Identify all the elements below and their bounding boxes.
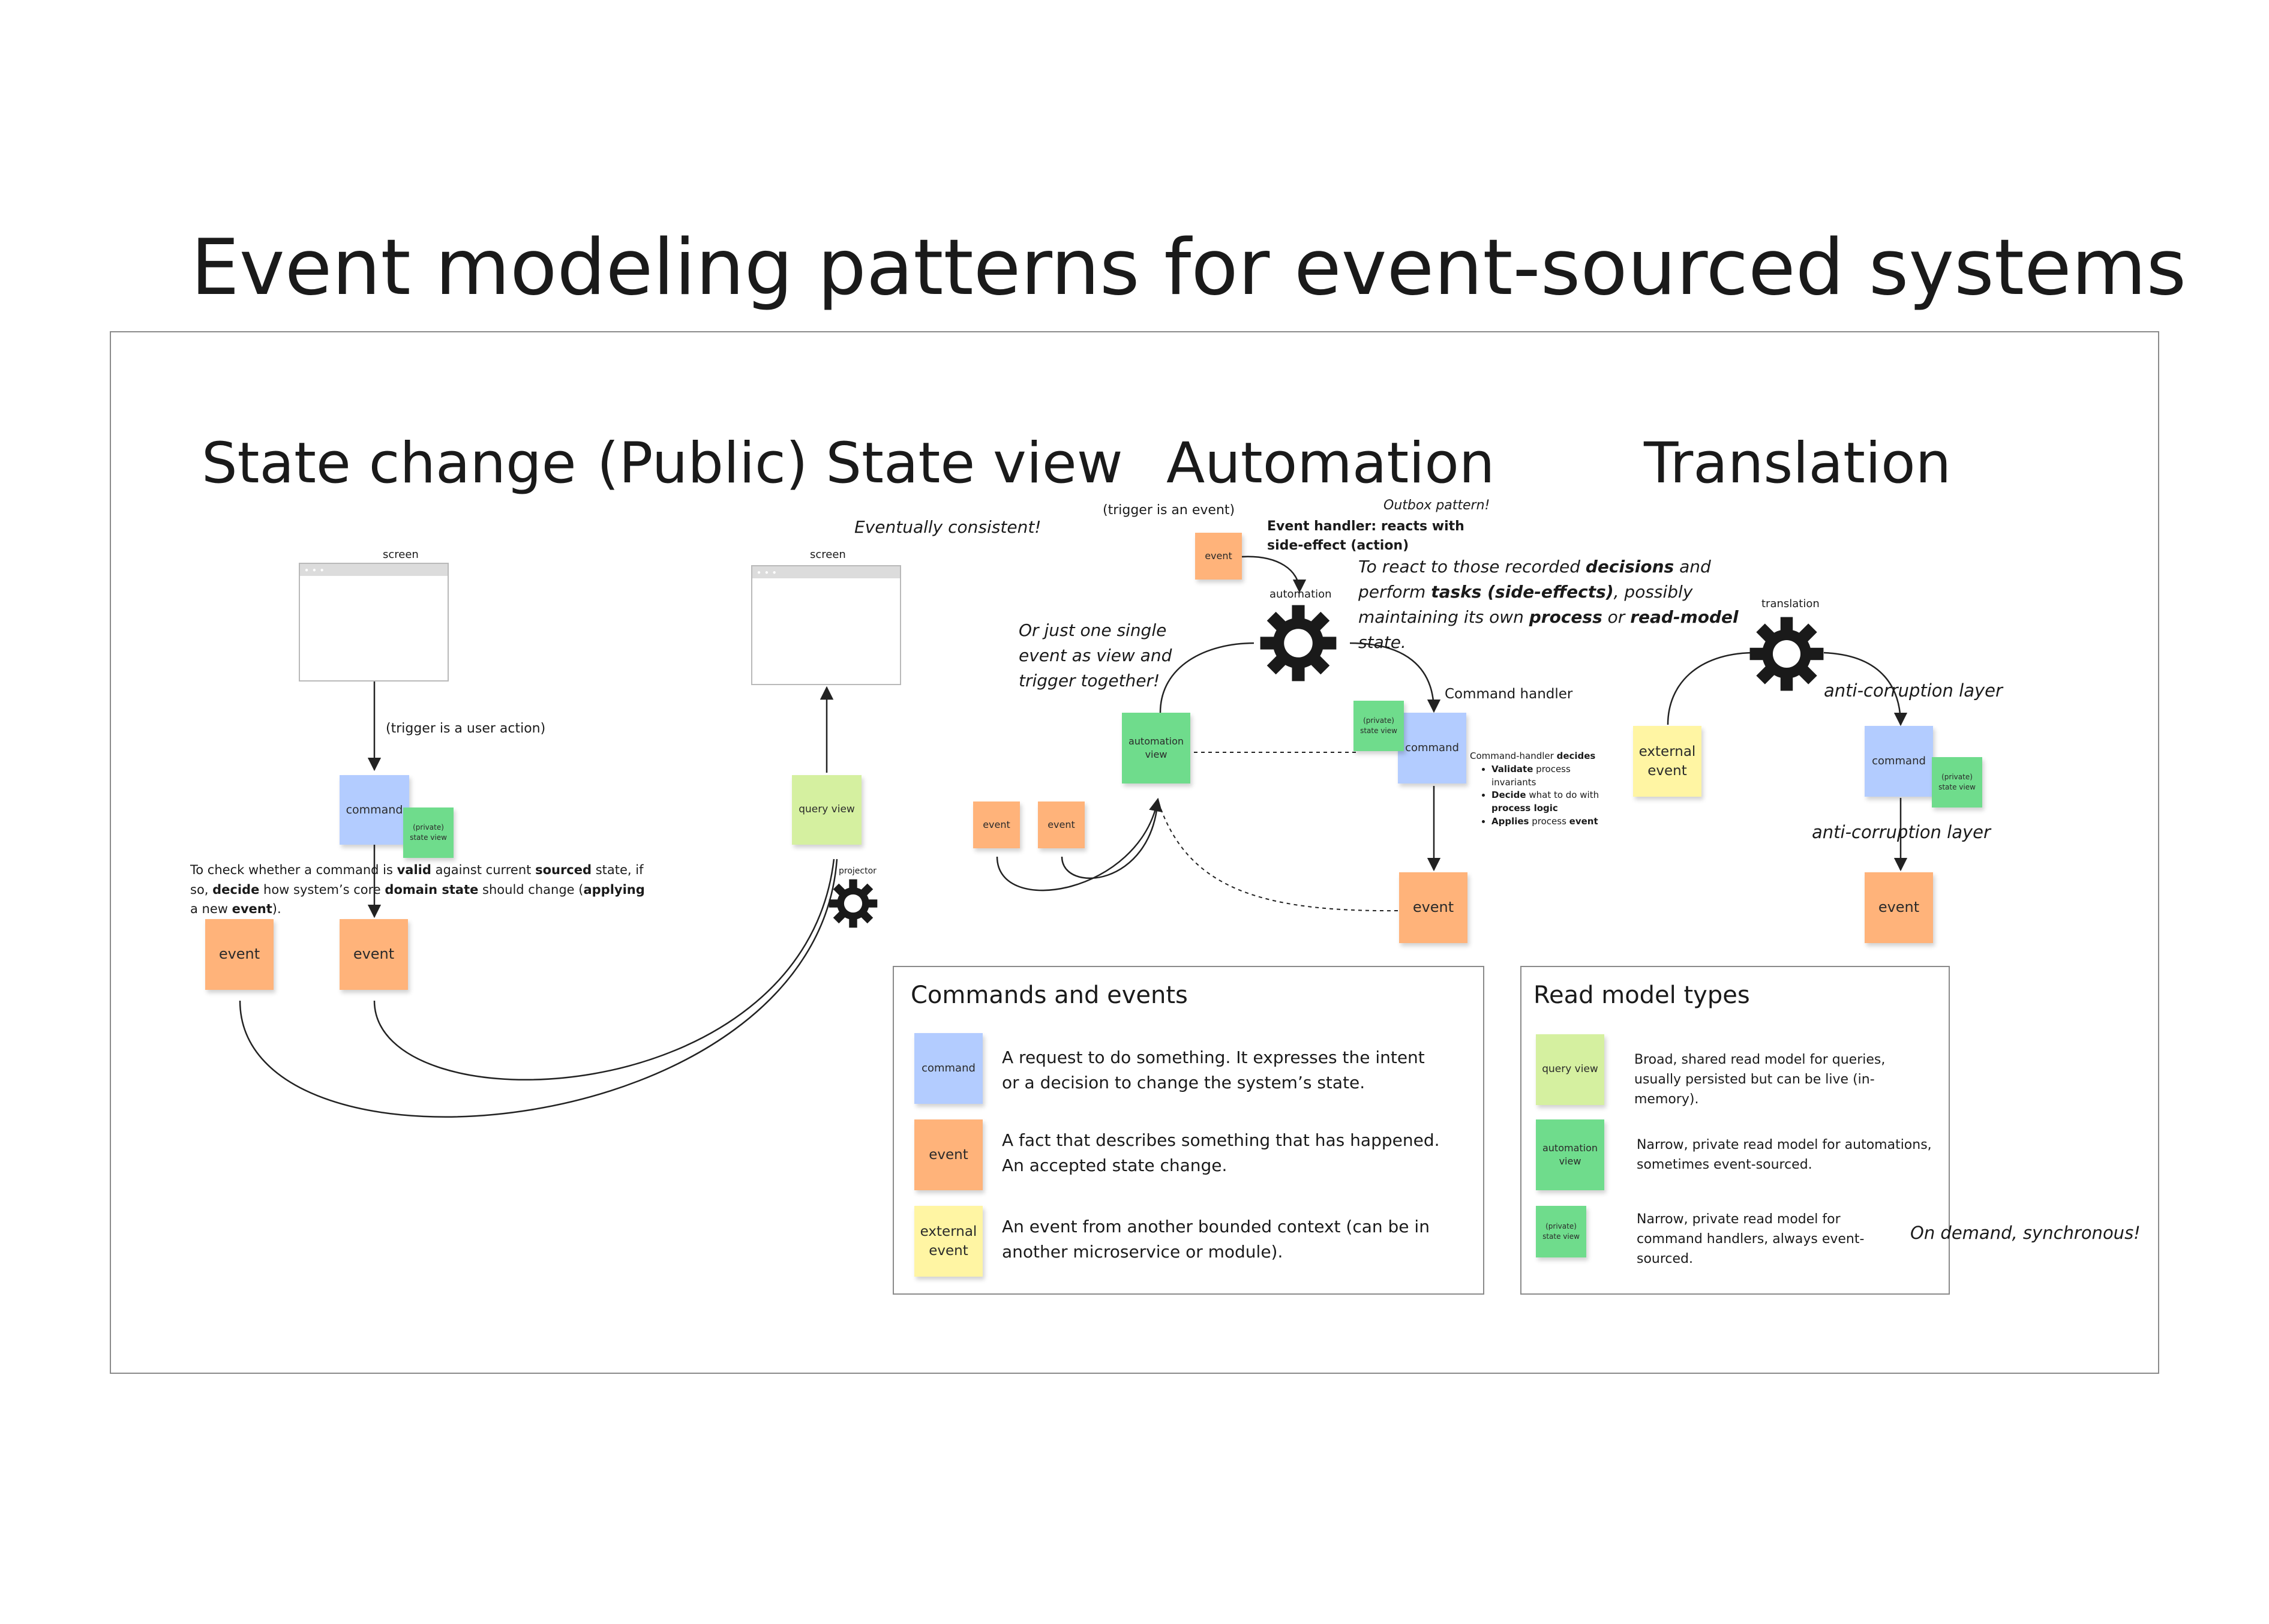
handler-item-decide: Decide what to do with process logic	[1491, 789, 1614, 815]
legend-commands-title: Commands and events	[911, 981, 1188, 1009]
heading-state-change: State change	[202, 431, 577, 496]
curve-event2-to-projector	[373, 858, 835, 1080]
legend-external-event-text: An event from another bounded context (c…	[1002, 1217, 1430, 1262]
query-view-note: query view	[792, 775, 862, 845]
automation-event-b-note: event	[1038, 802, 1085, 848]
heading-automation: Automation	[1166, 431, 1495, 496]
legend-private-view-note: (private) state view	[1536, 1206, 1586, 1257]
projector-label: projector	[839, 866, 877, 876]
curve-external-to-translation	[1667, 652, 1752, 725]
legend-automation-view-text: Narrow, private read model for automatio…	[1637, 1137, 1932, 1172]
curve-event-a-to-autoview	[996, 797, 1163, 891]
curve-gear-to-command	[1349, 642, 1441, 713]
automation-event-note: event	[1399, 872, 1467, 943]
translation-private-view-note: (private) state view	[1932, 757, 1982, 808]
query-view-label: query view	[799, 803, 855, 816]
event-note-1-label: event	[218, 945, 260, 963]
automation-trigger-note: (trigger is an event)	[1103, 503, 1235, 518]
translation-event-note: event	[1865, 872, 1933, 943]
eventually-consistent-note: Eventually consistent!	[854, 517, 1042, 537]
translation-private-view-label: (private) state view	[1938, 773, 1976, 791]
automation-event-a-note: event	[973, 802, 1020, 848]
automation-event-a-label: event	[983, 818, 1010, 830]
curve-autoview-to-gear	[1159, 642, 1254, 713]
automation-event-label: event	[1412, 899, 1454, 916]
single-event-note: Or just one single event as view and tri…	[1019, 620, 1172, 691]
page-title: Event modeling patterns for event-source…	[191, 223, 2187, 313]
handler-item-applies: Applies process event	[1491, 815, 1614, 828]
legend-read-models-title: Read model types	[1533, 981, 1750, 1009]
command-handler-label: Command handler	[1445, 686, 1573, 702]
curve-translation-to-command	[1823, 652, 1908, 727]
outbox-note: Outbox pattern!	[1383, 498, 1490, 513]
translation-event-label: event	[1878, 899, 1920, 916]
legend-private-view-text: Narrow, private read model for command h…	[1637, 1212, 1865, 1266]
event-note-2-label: event	[353, 945, 395, 963]
legend-commands-events	[893, 966, 1484, 1295]
heading-translation: Translation	[1644, 431, 1952, 496]
state-change-explanation: To check whether a command is valid agai…	[190, 863, 645, 917]
legend-event-text: A fact that describes something that has…	[1002, 1130, 1440, 1175]
automation-command-label: command	[1405, 742, 1459, 755]
translation-command-label: command	[1872, 755, 1926, 768]
external-event-label: external event	[1638, 743, 1696, 779]
automation-private-view-label: (private) state view	[1360, 716, 1397, 735]
translation-gear-icon	[1749, 617, 1824, 691]
automation-gear-icon	[1260, 605, 1337, 682]
screen-label-2: screen	[810, 548, 846, 561]
automation-trigger-event-label: event	[1205, 550, 1232, 562]
command-note: command	[340, 775, 409, 845]
main-frame	[110, 331, 2159, 1374]
private-state-view-note: (private) state view	[403, 808, 454, 858]
event-note-1: event	[205, 919, 274, 990]
curve-event-b-to-autoview	[1061, 799, 1159, 879]
legend-event-note: event	[914, 1119, 983, 1190]
handler-decides-list: Command-handler decides Validate process…	[1470, 750, 1614, 828]
private-state-view-label: (private) state view	[410, 823, 447, 842]
translation-gear-label: translation	[1761, 598, 1820, 610]
automation-command-note: command	[1398, 713, 1466, 784]
dashed-event-to-autoview	[1158, 803, 1398, 912]
curve-event1-to-projector	[239, 858, 838, 1118]
event-handler-note: Event handler: reacts with side-effect (…	[1267, 519, 1464, 553]
arrow-event-to-automation	[1241, 556, 1307, 593]
screen-mockup: ● ● ●	[299, 563, 449, 682]
heading-state-view: (Public) State view	[597, 431, 1123, 496]
screen-mockup-2: ● ● ●	[751, 565, 901, 685]
external-event-note: external event	[1633, 726, 1701, 797]
automation-event-b-label: event	[1048, 818, 1075, 830]
automation-private-view-note: (private) state view	[1353, 701, 1404, 751]
legend-query-view-text: Broad, shared read model for queries, us…	[1634, 1052, 1886, 1107]
legend-read-models	[1520, 966, 1950, 1295]
legend-automation-view-note: automation view	[1536, 1119, 1604, 1190]
projector-gear-icon	[829, 879, 878, 928]
automation-view-note: automation view	[1122, 713, 1190, 784]
automation-gear-label: automation	[1269, 588, 1332, 601]
legend-external-event-note: external event	[914, 1206, 983, 1277]
trigger-note: (trigger is a user action)	[386, 721, 546, 736]
command-note-label: command	[346, 803, 403, 816]
legend-command-note: command	[914, 1033, 983, 1104]
screen-label: screen	[383, 548, 419, 561]
automation-view-label: automation view	[1128, 735, 1184, 760]
react-explanation: To react to those recorded decisions and…	[1358, 557, 1739, 652]
legend-command-text: A request to do something. It expresses …	[1002, 1047, 1425, 1092]
automation-trigger-event-note: event	[1195, 533, 1242, 580]
on-demand-note: On demand, synchronous!	[1910, 1223, 2141, 1243]
translation-command-note: command	[1865, 726, 1933, 797]
handler-item-validate: Validate process invariants	[1491, 763, 1614, 790]
acl-bottom-label: anti-corruption layer	[1812, 822, 1991, 842]
legend-query-view-note: query view	[1536, 1034, 1604, 1105]
event-note-2: event	[340, 919, 408, 990]
acl-top-label: anti-corruption layer	[1824, 680, 2003, 701]
